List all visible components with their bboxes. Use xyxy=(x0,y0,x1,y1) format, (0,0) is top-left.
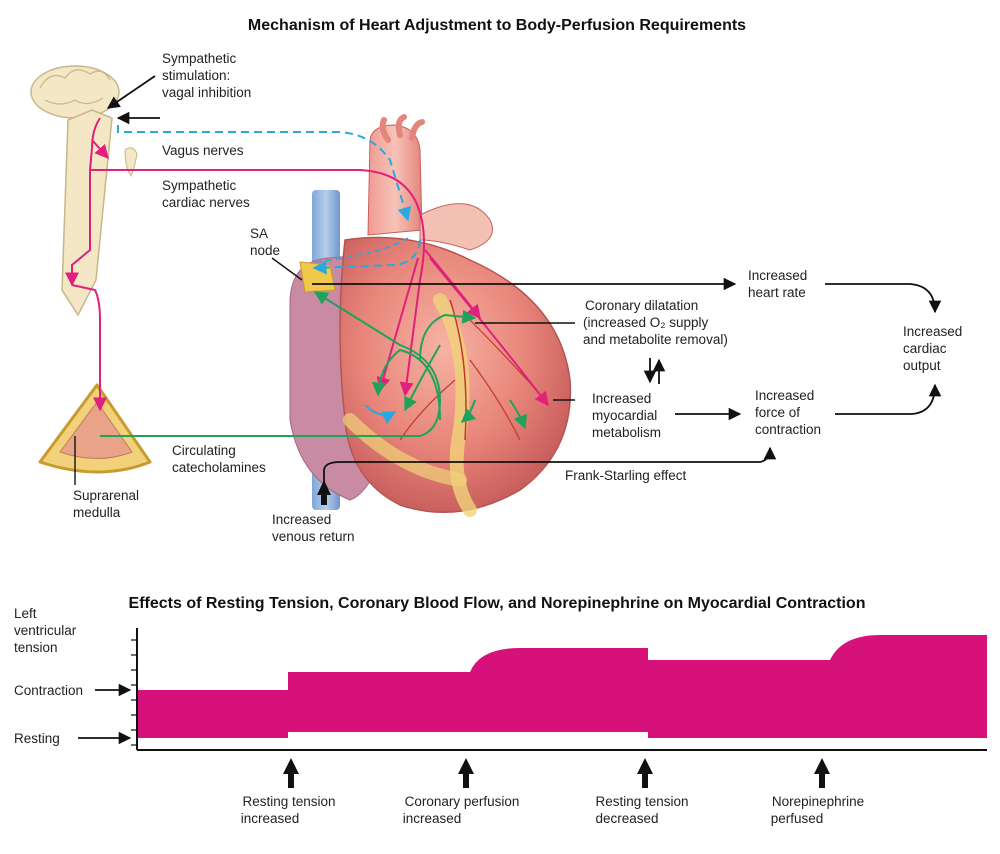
label-sa-node: SA node xyxy=(250,226,280,258)
graph-title: Effects of Resting Tension, Coronary Blo… xyxy=(129,595,866,612)
suprarenal-gland-illustration xyxy=(38,383,152,474)
label-circulating-catecholamines: Circulating catecholamines xyxy=(172,443,266,475)
svg-text:ventricular: ventricular xyxy=(14,623,77,638)
svg-text:Coronary perfusion: Coronary perfusion xyxy=(405,794,520,809)
svg-text:Left: Left xyxy=(14,606,37,621)
label-sympathetic-cardiac-nerves: Sympathetic cardiac nerves xyxy=(162,178,250,210)
svg-text:Norepinephrine: Norepinephrine xyxy=(772,794,864,809)
y-axis-ticks xyxy=(131,639,137,746)
svg-text:Suprarenal: Suprarenal xyxy=(73,488,139,503)
svg-text:Increased: Increased xyxy=(903,324,962,339)
label-increased-heart-rate: Increased heart rate xyxy=(748,268,807,300)
svg-text:myocardial: myocardial xyxy=(592,408,657,423)
vagal-pathway xyxy=(117,125,421,425)
svg-text:(increased O₂ supply: (increased O₂ supply xyxy=(583,315,709,330)
svg-text:Increased: Increased xyxy=(748,268,807,283)
label-vagus-nerves: Vagus nerves xyxy=(162,143,244,158)
label-increased-cardiac-output: Increased cardiac output xyxy=(903,324,962,373)
venous-return-arrow-shaft xyxy=(321,493,327,505)
svg-text:catecholamines: catecholamines xyxy=(172,460,266,475)
event-arrow-1 xyxy=(283,758,299,788)
graph-y-label: Left ventricular tension xyxy=(14,606,77,655)
heart-illustration xyxy=(289,114,572,517)
venous-return-arrowhead xyxy=(317,480,331,495)
svg-text:tension: tension xyxy=(14,640,58,655)
label-suprarenal-medulla: Suprarenal medulla xyxy=(73,488,139,520)
event-label-3: Resting tension decreased xyxy=(595,794,688,826)
svg-text:Circulating: Circulating xyxy=(172,443,236,458)
label-increased-force-of-contraction: Increased force of contraction xyxy=(755,388,821,437)
svg-text:decreased: decreased xyxy=(595,811,658,826)
main-title: Mechanism of Heart Adjustment to Body-Pe… xyxy=(248,17,746,34)
event-label-2: Coronary perfusion increased xyxy=(403,794,520,826)
svg-text:cardiac nerves: cardiac nerves xyxy=(162,195,250,210)
svg-text:contraction: contraction xyxy=(755,422,821,437)
svg-text:venous return: venous return xyxy=(272,529,355,544)
svg-text:Sympathetic: Sympathetic xyxy=(162,51,237,66)
label-coronary-dilatation: Coronary dilatation (increased O₂ supply… xyxy=(583,298,728,347)
flow-arrows xyxy=(74,75,942,495)
svg-text:Resting tension: Resting tension xyxy=(242,794,335,809)
label-sympathetic-stimulation: Sympathetic stimulation: vagal inhibitio… xyxy=(162,51,251,100)
sympathetic-pathway xyxy=(65,117,549,412)
tension-band xyxy=(137,635,987,738)
svg-text:stimulation:: stimulation: xyxy=(162,68,230,83)
svg-text:vagal inhibition: vagal inhibition xyxy=(162,85,251,100)
svg-text:cardiac: cardiac xyxy=(903,341,947,356)
svg-text:Resting tension: Resting tension xyxy=(595,794,688,809)
svg-text:metabolism: metabolism xyxy=(592,425,661,440)
graph-resting-label: Resting xyxy=(14,731,60,746)
brainstem-illustration xyxy=(30,65,138,317)
event-arrow-3 xyxy=(637,758,653,788)
svg-text:Increased: Increased xyxy=(272,512,331,527)
catecholamine-pathway xyxy=(100,291,528,437)
graph-contraction-label: Contraction xyxy=(14,683,83,698)
svg-text:Increased: Increased xyxy=(592,391,651,406)
event-label-1: Resting tension increased xyxy=(241,794,336,826)
svg-text:perfused: perfused xyxy=(771,811,824,826)
event-arrow-4 xyxy=(814,758,830,788)
svg-text:node: node xyxy=(250,243,280,258)
svg-text:increased: increased xyxy=(403,811,462,826)
svg-text:SA: SA xyxy=(250,226,268,241)
svg-text:output: output xyxy=(903,358,941,373)
event-arrow-2 xyxy=(458,758,474,788)
svg-text:Coronary dilatation: Coronary dilatation xyxy=(585,298,698,313)
label-increased-venous-return: Increased venous return xyxy=(272,512,355,544)
svg-text:Sympathetic: Sympathetic xyxy=(162,178,237,193)
label-frank-starling-effect: Frank-Starling effect xyxy=(565,468,687,483)
svg-text:medulla: medulla xyxy=(73,505,121,520)
svg-text:and metabolite removal): and metabolite removal) xyxy=(583,332,728,347)
svg-text:Increased: Increased xyxy=(755,388,814,403)
label-increased-myocardial-metabolism: Increased myocardial metabolism xyxy=(592,391,661,440)
svg-text:heart rate: heart rate xyxy=(748,285,806,300)
event-label-4: Norepinephrine perfused xyxy=(771,794,864,826)
svg-text:force of: force of xyxy=(755,405,800,420)
svg-text:increased: increased xyxy=(241,811,300,826)
